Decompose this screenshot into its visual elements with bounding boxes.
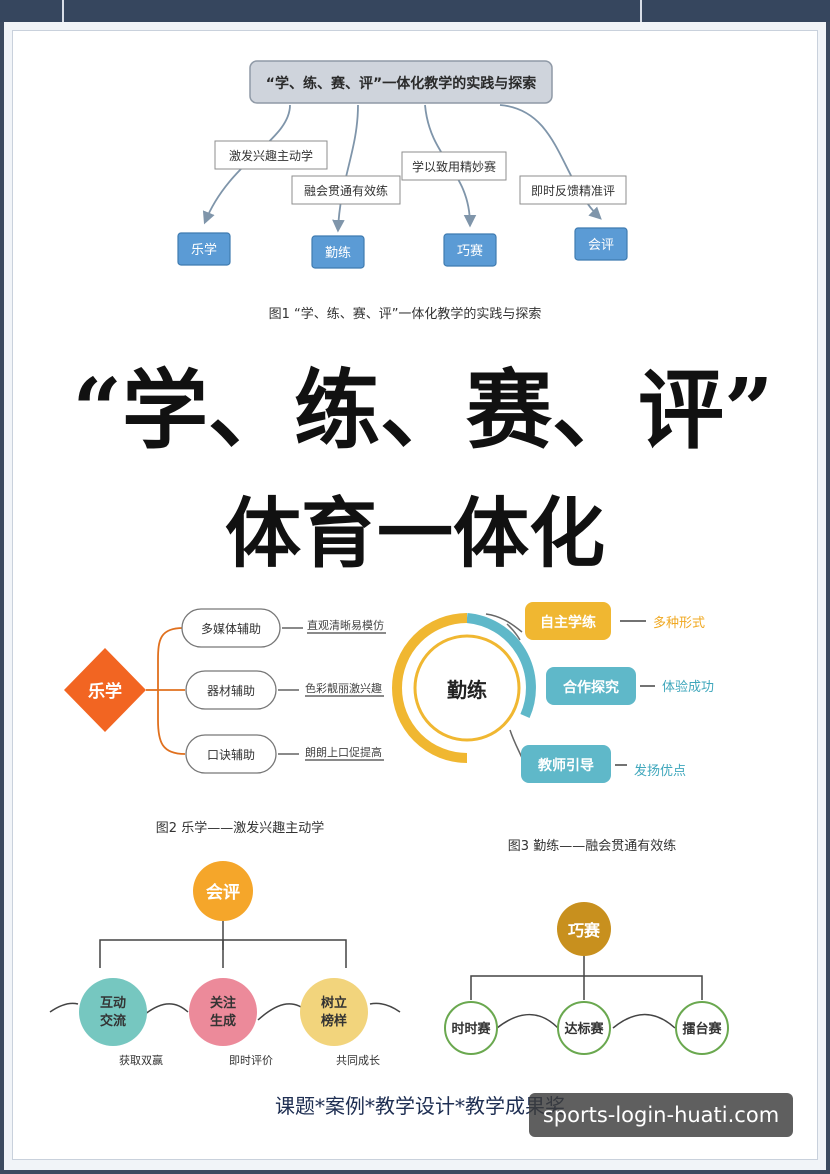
fig3-item-label: 合作探究 (563, 679, 619, 696)
fig3-item-note: 多种形式 (653, 615, 705, 631)
fig1-caption: 图1 “学、练、赛、评”一体化教学的实践与探索 (269, 306, 542, 322)
figure-1: “学、练、赛、评”一体化教学的实践与探索 激发兴趣主动学 融会贯通有效练 学以致… (177, 60, 628, 322)
headline-line-1: “学、练、赛、评” (73, 360, 774, 461)
fig1-node-qinlian (311, 235, 365, 269)
fig2-caption: 图2 乐学——激发兴趣主动学 (156, 820, 324, 836)
fig1-branch-label-box (401, 151, 507, 181)
fig2-item-pill (185, 670, 277, 710)
fig2-connector (157, 627, 186, 755)
fig1-branch-label-box (519, 175, 627, 205)
fig2-item-label: 口诀辅助 (207, 748, 255, 762)
top-bar-divider (62, 0, 64, 22)
fig3-item-note: 体验成功 (662, 679, 714, 695)
fig4-connector (49, 1002, 79, 1013)
fig4-root-label: 会评 (206, 882, 240, 903)
fig4-item-circle (300, 978, 368, 1046)
fig4-item-label: 榜样 (321, 1013, 347, 1029)
fig4-root-circle (193, 861, 253, 921)
fig2-item-label: 器材辅助 (207, 684, 255, 698)
fig5-connector (470, 975, 703, 1000)
top-bar (0, 0, 830, 22)
figure-4: 会评 互动 交流 关注 生成 树立 榜样 获取双赢 即时评价 共同成长 (49, 861, 401, 1067)
fig1-node-label: 乐学 (191, 242, 217, 258)
fig2-item-pill (181, 608, 281, 648)
fig3-center-circle (413, 634, 521, 742)
fig1-branch-label-box (291, 175, 401, 205)
fig3-item-box (525, 602, 611, 640)
fig3-caption: 图3 勤练——融会贯通有效练 (508, 839, 676, 854)
fig4-item-circle (189, 978, 257, 1046)
fig4-item-note: 获取双赢 (119, 1053, 163, 1067)
fig5-item-label: 时时赛 (451, 1021, 491, 1037)
fig5-connector (496, 1013, 559, 1029)
fig1-node-label: 勤练 (325, 246, 351, 261)
fig3-item-label: 自主学练 (540, 614, 596, 631)
fig1-title-box (249, 60, 553, 104)
fig4-item-label: 互动 (100, 996, 126, 1011)
fig1-node-huiping (574, 227, 628, 261)
fig2-item-pill (185, 734, 277, 774)
fig4-item-note: 即时评价 (229, 1054, 273, 1067)
fig3-item-box (546, 667, 636, 705)
fig2-center-label: 乐学 (88, 681, 122, 702)
watermark: sports-login-huati.com (529, 1093, 793, 1137)
headline-line-2: 体育一体化 (225, 489, 605, 578)
fig2-item-label: 多媒体辅助 (201, 622, 261, 636)
fig2-item-note: 直观清晰易模仿 (307, 618, 384, 632)
fig3-ring-yellow (392, 613, 468, 763)
fig1-node-label: 会评 (588, 238, 614, 253)
fig2-item-note: 朗朗上口促提高 (305, 745, 382, 759)
fig4-item-note: 共同成长 (336, 1054, 380, 1067)
fig1-branch-label: 激发兴趣主动学 (229, 148, 313, 163)
fig5-item-label: 达标赛 (564, 1021, 604, 1037)
fig5-item-circle (557, 1001, 611, 1055)
fig1-branch-label: 融会贯通有效练 (304, 183, 388, 198)
fig4-item-label: 生成 (210, 1013, 236, 1029)
fig3-item-label: 教师引导 (538, 757, 594, 774)
top-bar-divider (640, 0, 642, 22)
fig2-item-note: 色彩靓丽激兴趣 (305, 681, 382, 695)
fig3-item-note: 发扬优点 (634, 763, 686, 779)
fig5-item-circle (444, 1001, 498, 1055)
fig4-item-label: 树立 (321, 995, 347, 1011)
fig1-node-lexue (177, 232, 231, 266)
figure-5: 巧赛 时时赛 达标赛 擂台赛 (444, 902, 729, 1055)
fig5-connector (612, 1013, 676, 1029)
fig5-root-circle (557, 902, 611, 956)
fig3-item-box (521, 745, 611, 783)
fig4-item-label: 关注 (210, 995, 236, 1011)
fig1-title: “学、练、赛、评”一体化教学的实践与探索 (266, 75, 536, 92)
fig3-center-label: 勤练 (447, 678, 487, 702)
fig3-ring-line (506, 623, 521, 641)
fig4-connector (369, 1002, 401, 1013)
fig1-node-label: 巧赛 (457, 243, 483, 259)
fig1-arrow (332, 104, 359, 233)
figure-2: 乐学 多媒体辅助 器材辅助 口诀辅助 直观清晰易模仿 色彩靓丽激兴趣 朗朗上口促… (64, 608, 386, 836)
fig2-center-diamond (64, 648, 146, 732)
fig5-root-label: 巧赛 (568, 921, 601, 940)
fig5-item-label: 擂台赛 (682, 1021, 722, 1037)
document-page (12, 30, 818, 1160)
fig3-ring-teal (466, 613, 536, 719)
fig1-branch-label-box (214, 140, 328, 170)
fig3-connector (485, 613, 523, 633)
figure-3: 勤练 自主学练 合作探究 教师引导 多种形式 体验成功 发扬优点 图3 勤练——… (392, 602, 714, 854)
fig4-item-circle (79, 978, 147, 1046)
fig1-branch-label: 即时反馈精准评 (531, 184, 615, 198)
fig1-branch-label: 学以致用精妙赛 (412, 159, 496, 174)
footer-keywords: 课题*案例*教学设计*教学成果奖 (275, 1094, 565, 1118)
fig1-node-qiaosai (443, 233, 497, 267)
fig5-item-circle (675, 1001, 729, 1055)
fig4-item-label: 交流 (100, 1013, 126, 1029)
